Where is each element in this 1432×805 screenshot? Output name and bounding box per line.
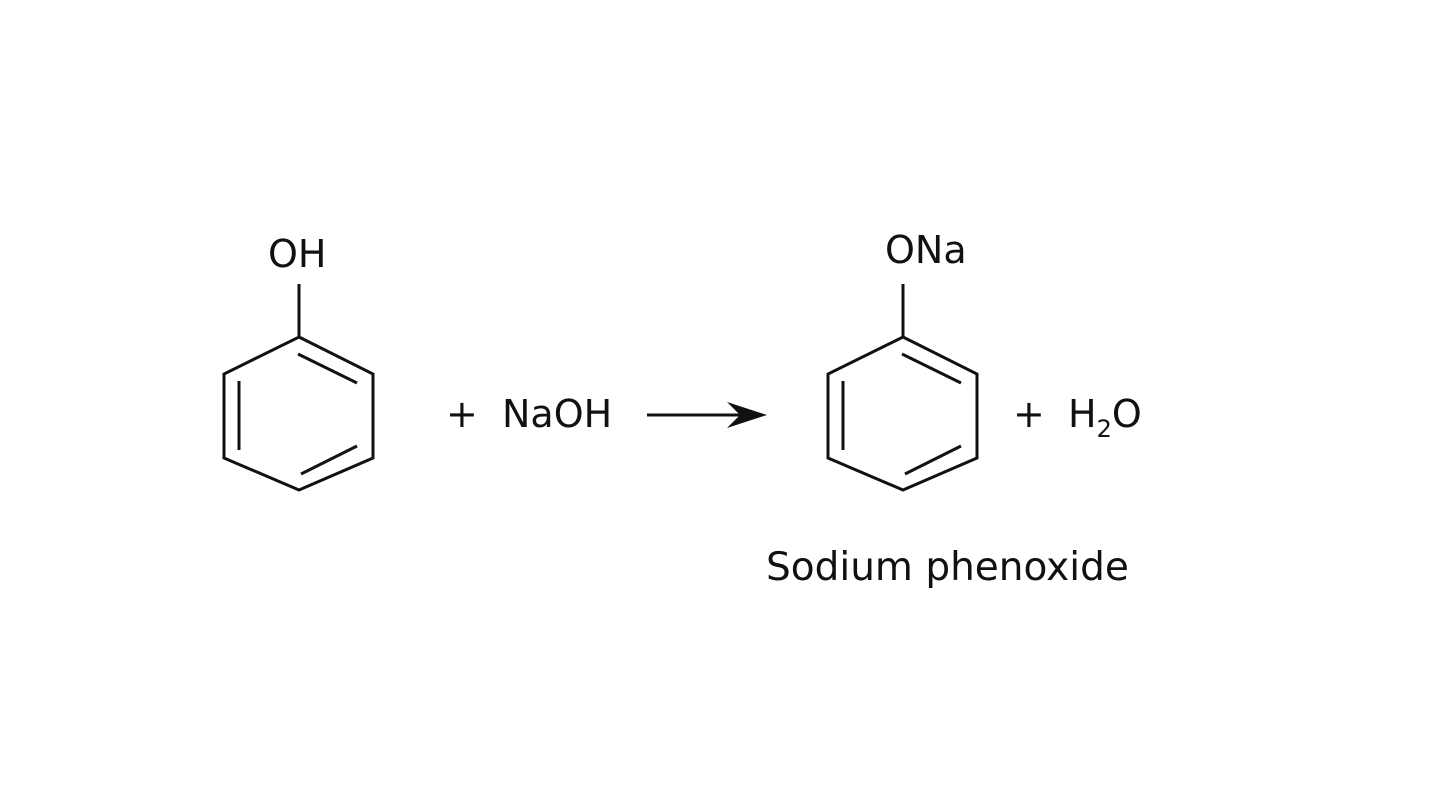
water-o: O xyxy=(1111,392,1142,436)
water-h: H xyxy=(1068,392,1097,436)
water-formula: H2O xyxy=(1068,392,1142,441)
reaction-arrow-head xyxy=(727,402,767,428)
phenol-ring xyxy=(222,284,375,492)
product-caption: Sodium phenoxide xyxy=(766,545,1129,590)
plus-sign-products: + xyxy=(1013,392,1045,436)
plus-sign-reactants: + xyxy=(446,392,478,436)
naoh-label: NaOH xyxy=(502,392,613,436)
phenoxide-ona-label: ONa xyxy=(885,228,967,272)
sodium-phenoxide-ring xyxy=(826,284,979,492)
phenol-oh-label: OH xyxy=(268,232,327,276)
water-subscript: 2 xyxy=(1096,415,1112,443)
